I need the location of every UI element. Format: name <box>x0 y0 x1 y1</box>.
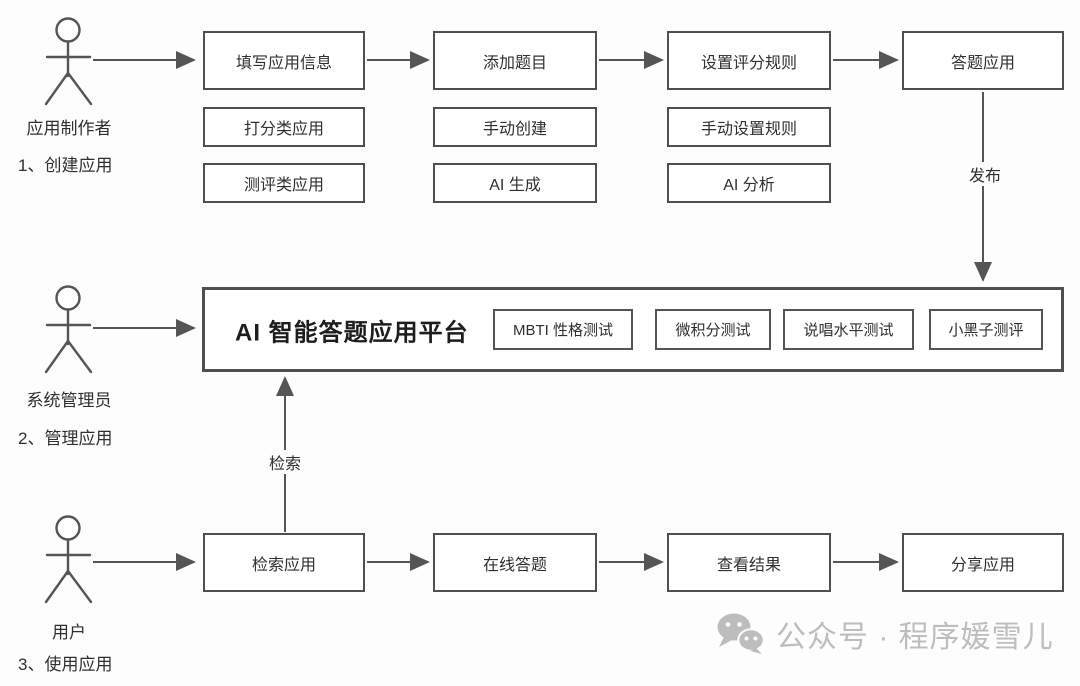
step-view-results: 查看结果 <box>667 533 831 592</box>
step-quiz-app: 答题应用 <box>902 31 1064 90</box>
creator-actor-label: 应用制作者 <box>26 119 112 138</box>
platform-title: AI 智能答题应用平台 <box>235 319 469 346</box>
admin-actor-label: 系统管理员 <box>26 391 112 410</box>
watermark: 公众号 · 程序媛雪儿 <box>716 612 1054 656</box>
app-xiaoheizi-test: 小黑子测评 <box>929 309 1043 350</box>
flow-arrows <box>93 51 992 571</box>
wechat-icon <box>717 613 764 654</box>
step-fill-app-info: 填写应用信息 <box>203 31 365 90</box>
step-search-app: 检索应用 <box>203 533 365 592</box>
creator-action-label: 1、创建应用 <box>18 156 113 175</box>
publish-edge-label: 发布 <box>963 162 1007 186</box>
watermark-text: 公众号 · 程序媛雪儿 <box>776 621 1054 654</box>
option-ai-generate: AI 生成 <box>433 163 597 203</box>
option-manual-rules: 手动设置规则 <box>667 107 831 147</box>
step-add-questions: 添加题目 <box>433 31 597 90</box>
app-calculus-test: 微积分测试 <box>655 309 771 350</box>
search-edge-label: 检索 <box>263 450 307 474</box>
option-evaluation-app: 测评类应用 <box>203 163 365 203</box>
user-actor-icon <box>44 515 93 604</box>
admin-action-label: 2、管理应用 <box>18 429 113 448</box>
user-actor-label: 用户 <box>52 623 86 642</box>
app-mbti-test: MBTI 性格测试 <box>493 309 633 350</box>
admin-actor-icon <box>44 285 93 374</box>
option-manual-create: 手动创建 <box>433 107 597 147</box>
option-ai-analysis: AI 分析 <box>667 163 831 203</box>
option-scoring-app: 打分类应用 <box>203 107 365 147</box>
creator-actor-icon <box>44 17 93 106</box>
app-rap-test: 说唱水平测试 <box>783 309 914 350</box>
user-action-label: 3、使用应用 <box>18 655 113 674</box>
step-share-app: 分享应用 <box>902 533 1064 592</box>
step-answer-online: 在线答题 <box>433 533 597 592</box>
step-set-scoring-rules: 设置评分规则 <box>667 31 831 90</box>
platform-box: AI 智能答题应用平台 MBTI 性格测试 微积分测试 说唱水平测试 小黑子测评 <box>202 287 1064 372</box>
